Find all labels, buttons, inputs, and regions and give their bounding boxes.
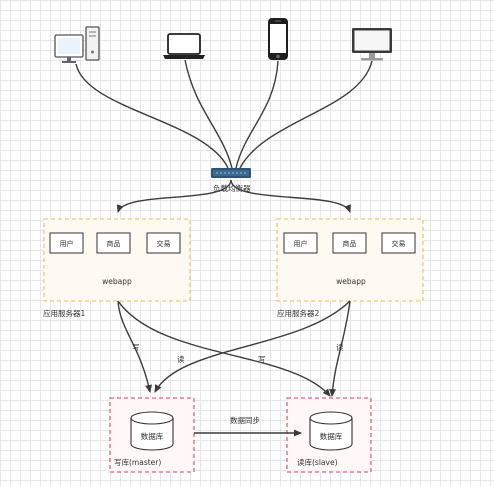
smartphone-icon — [268, 18, 288, 60]
module-label: 用户 — [294, 239, 308, 248]
laptop-icon — [163, 33, 205, 59]
master-db-label: 数据库 — [141, 431, 164, 441]
slave-db-caption: 读库(slave) — [297, 457, 338, 467]
database-cylinder-icon — [130, 411, 174, 451]
module-label: 交易 — [157, 239, 171, 248]
webapp-label: webapp — [336, 277, 366, 286]
network-switch-icon — [211, 168, 251, 178]
monitor-icon — [352, 28, 392, 61]
master-db-box: 数据库 写库(master) — [109, 397, 195, 473]
app-server-1-caption: 应用服务器1 — [43, 308, 85, 318]
slave-db-box: 数据库 读库(slave) — [286, 397, 372, 473]
module-label: 交易 — [392, 239, 406, 248]
write-label-2: 写 — [258, 355, 266, 364]
read-label-1: 读 — [177, 354, 185, 364]
slave-db-label: 数据库 — [320, 431, 343, 441]
read-label-2: 读 — [336, 342, 344, 352]
module-label: 商品 — [107, 239, 121, 248]
module-trade: 交易 — [381, 232, 416, 254]
database-connections — [117, 300, 351, 397]
desktop-pc-icon — [54, 26, 100, 63]
module-label: 用户 — [60, 239, 74, 248]
balancer-connections — [116, 179, 351, 213]
client-connections — [75, 59, 373, 169]
app-server-1: 用户 商品 交易 webapp — [43, 218, 191, 302]
webapp-label: webapp — [102, 277, 132, 286]
app-server-2-caption: 应用服务器2 — [277, 308, 319, 318]
database-cylinder-icon — [309, 411, 353, 451]
sync-label: 数据同步 — [230, 415, 260, 425]
master-db-caption: 写库(master) — [114, 457, 161, 467]
module-product: 商品 — [96, 232, 131, 254]
module-user: 用户 — [283, 232, 318, 254]
write-label-1: 写 — [132, 343, 140, 352]
app-server-2: 用户 商品 交易 webapp — [276, 218, 424, 302]
module-trade: 交易 — [146, 232, 181, 254]
module-user: 用户 — [49, 232, 84, 254]
load-balancer-label: 负载均衡器 — [213, 183, 251, 193]
module-label: 商品 — [343, 239, 357, 248]
module-product: 商品 — [332, 232, 367, 254]
